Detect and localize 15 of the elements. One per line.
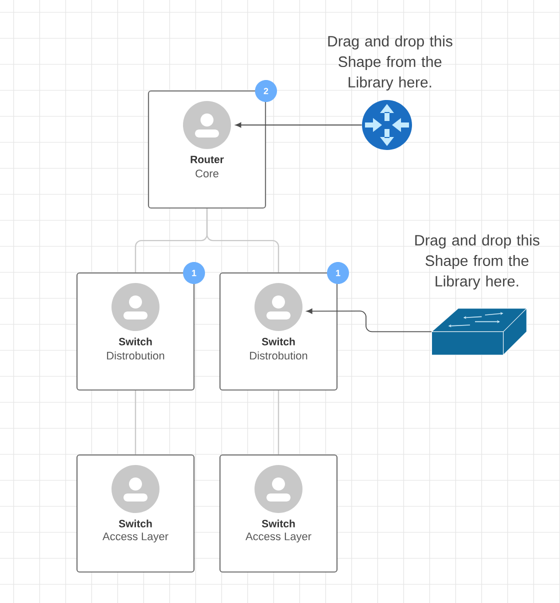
caption-text: Drag and drop this Shape from the Library here.	[415, 234, 540, 290]
connector-line	[206, 208, 280, 272]
avatar-icon	[254, 465, 302, 513]
avatar-icon	[183, 101, 231, 149]
connector-line	[278, 390, 280, 454]
arrow	[306, 308, 432, 332]
avatar-icon	[112, 465, 160, 513]
count-badge: 1	[327, 262, 349, 284]
count-badge: 1	[183, 262, 205, 284]
connector-line	[134, 390, 136, 454]
avatar-icon	[254, 283, 302, 331]
caption-text: Drag and drop this Shape from the Library here.	[328, 36, 452, 90]
count-badge: 2	[255, 80, 277, 102]
avatar-icon	[112, 283, 160, 331]
arrow	[235, 122, 362, 128]
